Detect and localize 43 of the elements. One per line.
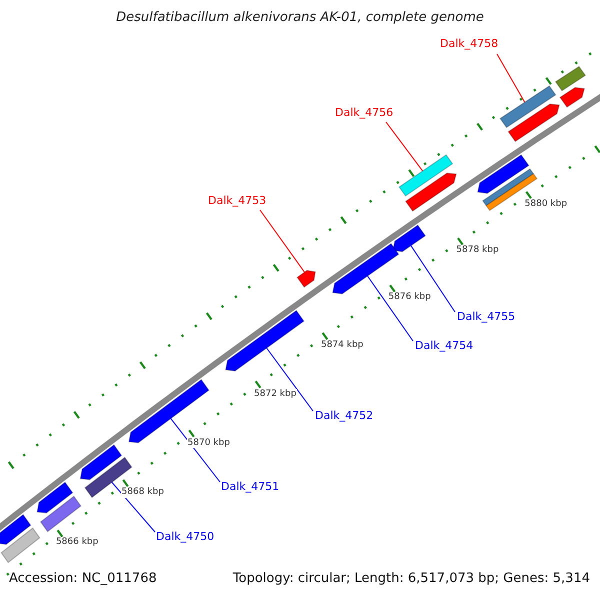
gene-label: Dalk_4752 bbox=[315, 409, 374, 422]
gene-label: Dalk_4756 bbox=[335, 106, 394, 120]
gene-feature bbox=[225, 310, 305, 372]
scale-label: 5872 kbp bbox=[253, 388, 298, 400]
scale-label: 5866 kbp bbox=[54, 537, 100, 548]
leader-line bbox=[496, 54, 526, 103]
scale-label: 5870 kbp bbox=[186, 438, 231, 448]
gene-feature bbox=[80, 444, 122, 480]
leader-line bbox=[170, 418, 220, 482]
scale-label: 5868 kbp bbox=[120, 487, 165, 498]
scale-label: 5880 kbp bbox=[524, 199, 568, 210]
gene-label: Dalk_4755 bbox=[457, 310, 516, 324]
gene-feature bbox=[477, 154, 530, 194]
gene-label: Dalk_4750 bbox=[156, 530, 214, 544]
gene-feature bbox=[404, 172, 457, 212]
gene-label: Dalk_4758 bbox=[440, 37, 498, 50]
gene-feature bbox=[508, 104, 560, 142]
gene-feature bbox=[296, 270, 316, 288]
gene-feature bbox=[499, 85, 556, 128]
scale-label: 5874 kbp bbox=[320, 340, 364, 351]
gene-feature bbox=[392, 224, 426, 252]
leader-line bbox=[386, 122, 424, 172]
gene-feature bbox=[398, 154, 454, 197]
leader-line bbox=[367, 276, 414, 342]
genome-info-text: Topology: circular; Length: 6,517,073 bp; Genes: 5,314 bbox=[232, 571, 590, 587]
scale-label: 5878 kbp bbox=[455, 245, 500, 256]
gene-label: Dalk_4754 bbox=[415, 339, 474, 352]
gene-feature bbox=[559, 87, 586, 108]
gene-label: Dalk_4751 bbox=[221, 480, 280, 494]
gene-feature bbox=[554, 66, 586, 92]
scale-label: 5876 kbp bbox=[387, 292, 432, 304]
leader-line bbox=[111, 482, 156, 532]
title: Desulfatibacillum alkenivorans AK-01, complete genome bbox=[115, 10, 485, 26]
gene-feature bbox=[36, 481, 74, 514]
gene-feature bbox=[0, 527, 40, 564]
accession-text: Accession: NC_011768 bbox=[9, 571, 157, 587]
gene-label: Dalk_4753 bbox=[208, 194, 266, 208]
gene-feature bbox=[128, 378, 210, 444]
gene-feature bbox=[0, 514, 32, 545]
leader-line bbox=[260, 210, 306, 273]
leader-line bbox=[266, 348, 314, 412]
leader-line bbox=[410, 245, 456, 312]
gene-feature bbox=[40, 496, 82, 532]
